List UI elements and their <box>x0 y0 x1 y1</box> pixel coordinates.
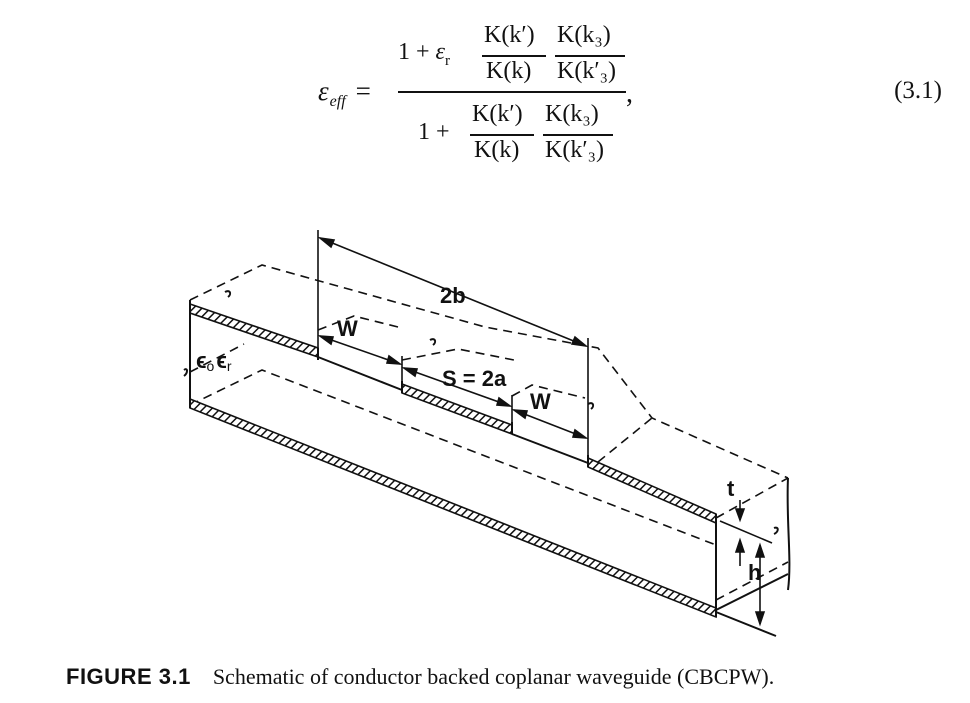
label-s: S = 2a <box>442 366 507 391</box>
den-frac1-top: K(k′) <box>472 101 523 127</box>
num-frac2-top: K(k₃) <box>557 22 611 48</box>
numerator-one-plus: 1 + εr <box>398 39 451 69</box>
label-eps-r-sub: r <box>227 358 232 374</box>
main-fraction-rule <box>398 91 626 93</box>
label-2b: 2b <box>440 283 466 308</box>
equation-number: (3.1) <box>894 77 942 104</box>
top-break-mark-left <box>224 290 232 298</box>
w-left-arrow-right <box>385 354 403 366</box>
right-ground-plane <box>587 456 717 525</box>
right-break-mark <box>773 526 779 535</box>
s-arrow-right <box>495 396 513 408</box>
figure-caption: FIGURE 3.1 Schematic of conductor backed … <box>66 664 774 690</box>
left-break-mark <box>183 368 188 377</box>
2b-dimension-line <box>319 237 587 347</box>
left-ground-plane <box>189 302 319 359</box>
2b-arrow-right <box>570 335 589 348</box>
num-frac1-rule <box>482 55 546 57</box>
label-eps-r: ϵ <box>216 348 227 373</box>
s-dimension-line <box>403 367 511 407</box>
dashed-hidden-edges <box>189 264 789 601</box>
epsilon-eff-symbol: ε <box>318 76 329 106</box>
h-arrow-bottom <box>754 611 766 627</box>
w-right-arrow-left <box>511 408 529 420</box>
label-w-right: W <box>530 389 551 414</box>
figure-caption-text: Schematic of conductor backed coplanar w… <box>212 664 775 689</box>
den-frac2-rule <box>543 134 613 136</box>
w-left-arrow-left <box>317 334 335 346</box>
ground-extension-line <box>715 611 777 637</box>
right-slot-edge <box>511 433 589 464</box>
t-arrow-top <box>734 508 746 523</box>
den-frac2-bottom: K(k′₃) <box>545 137 604 163</box>
num-frac1-top: K(k′) <box>484 22 535 48</box>
dimension-lines <box>317 230 773 627</box>
2b-arrow-left <box>317 236 336 249</box>
label-h: h <box>748 560 761 585</box>
num-frac2-rule <box>555 55 625 57</box>
label-eps-0-sub: o <box>207 358 215 374</box>
top-break-mark-right <box>587 402 595 410</box>
label-w-left: W <box>337 316 358 341</box>
t-reference-line <box>719 520 773 544</box>
top-break-mark-mid <box>429 338 437 346</box>
t-arrow-bottom <box>734 537 746 553</box>
label-epsilon-permittivity: ϵoϵr <box>196 348 232 374</box>
equation-lhs: εeff = <box>318 76 371 110</box>
top-conductors <box>189 302 717 525</box>
num-frac2-bottom: K(k′₃) <box>557 58 616 84</box>
epsilon-eff-subscript: eff <box>329 93 346 110</box>
figure-label: FIGURE 3.1 <box>66 664 191 689</box>
s-arrow-left <box>401 366 419 378</box>
w-right-arrow-right <box>571 428 589 440</box>
num-frac1-bottom: K(k) <box>486 58 532 84</box>
right-break-edge <box>786 477 791 591</box>
numerator-epsilon-r-subscript: r <box>445 53 451 69</box>
h-arrow-top <box>754 542 766 558</box>
back-bottom-edge <box>715 573 789 611</box>
left-slot-edge <box>317 356 403 391</box>
label-eps-0: ϵ <box>196 348 207 373</box>
numerator-epsilon-r: ε <box>435 39 446 65</box>
w-left-dimension-line <box>319 335 401 365</box>
denominator-one-plus: 1 + <box>418 119 450 145</box>
den-frac2-top: K(k₃) <box>545 101 599 127</box>
equals-sign: = <box>355 76 371 106</box>
bottom-ground-conductor <box>189 397 717 619</box>
numerator-one-plus-text: 1 + <box>398 39 436 65</box>
equation-comma: , <box>626 78 633 109</box>
label-t: t <box>727 476 735 501</box>
center-strip <box>401 382 513 436</box>
den-frac1-bottom: K(k) <box>474 137 520 163</box>
den-frac1-rule <box>470 134 534 136</box>
